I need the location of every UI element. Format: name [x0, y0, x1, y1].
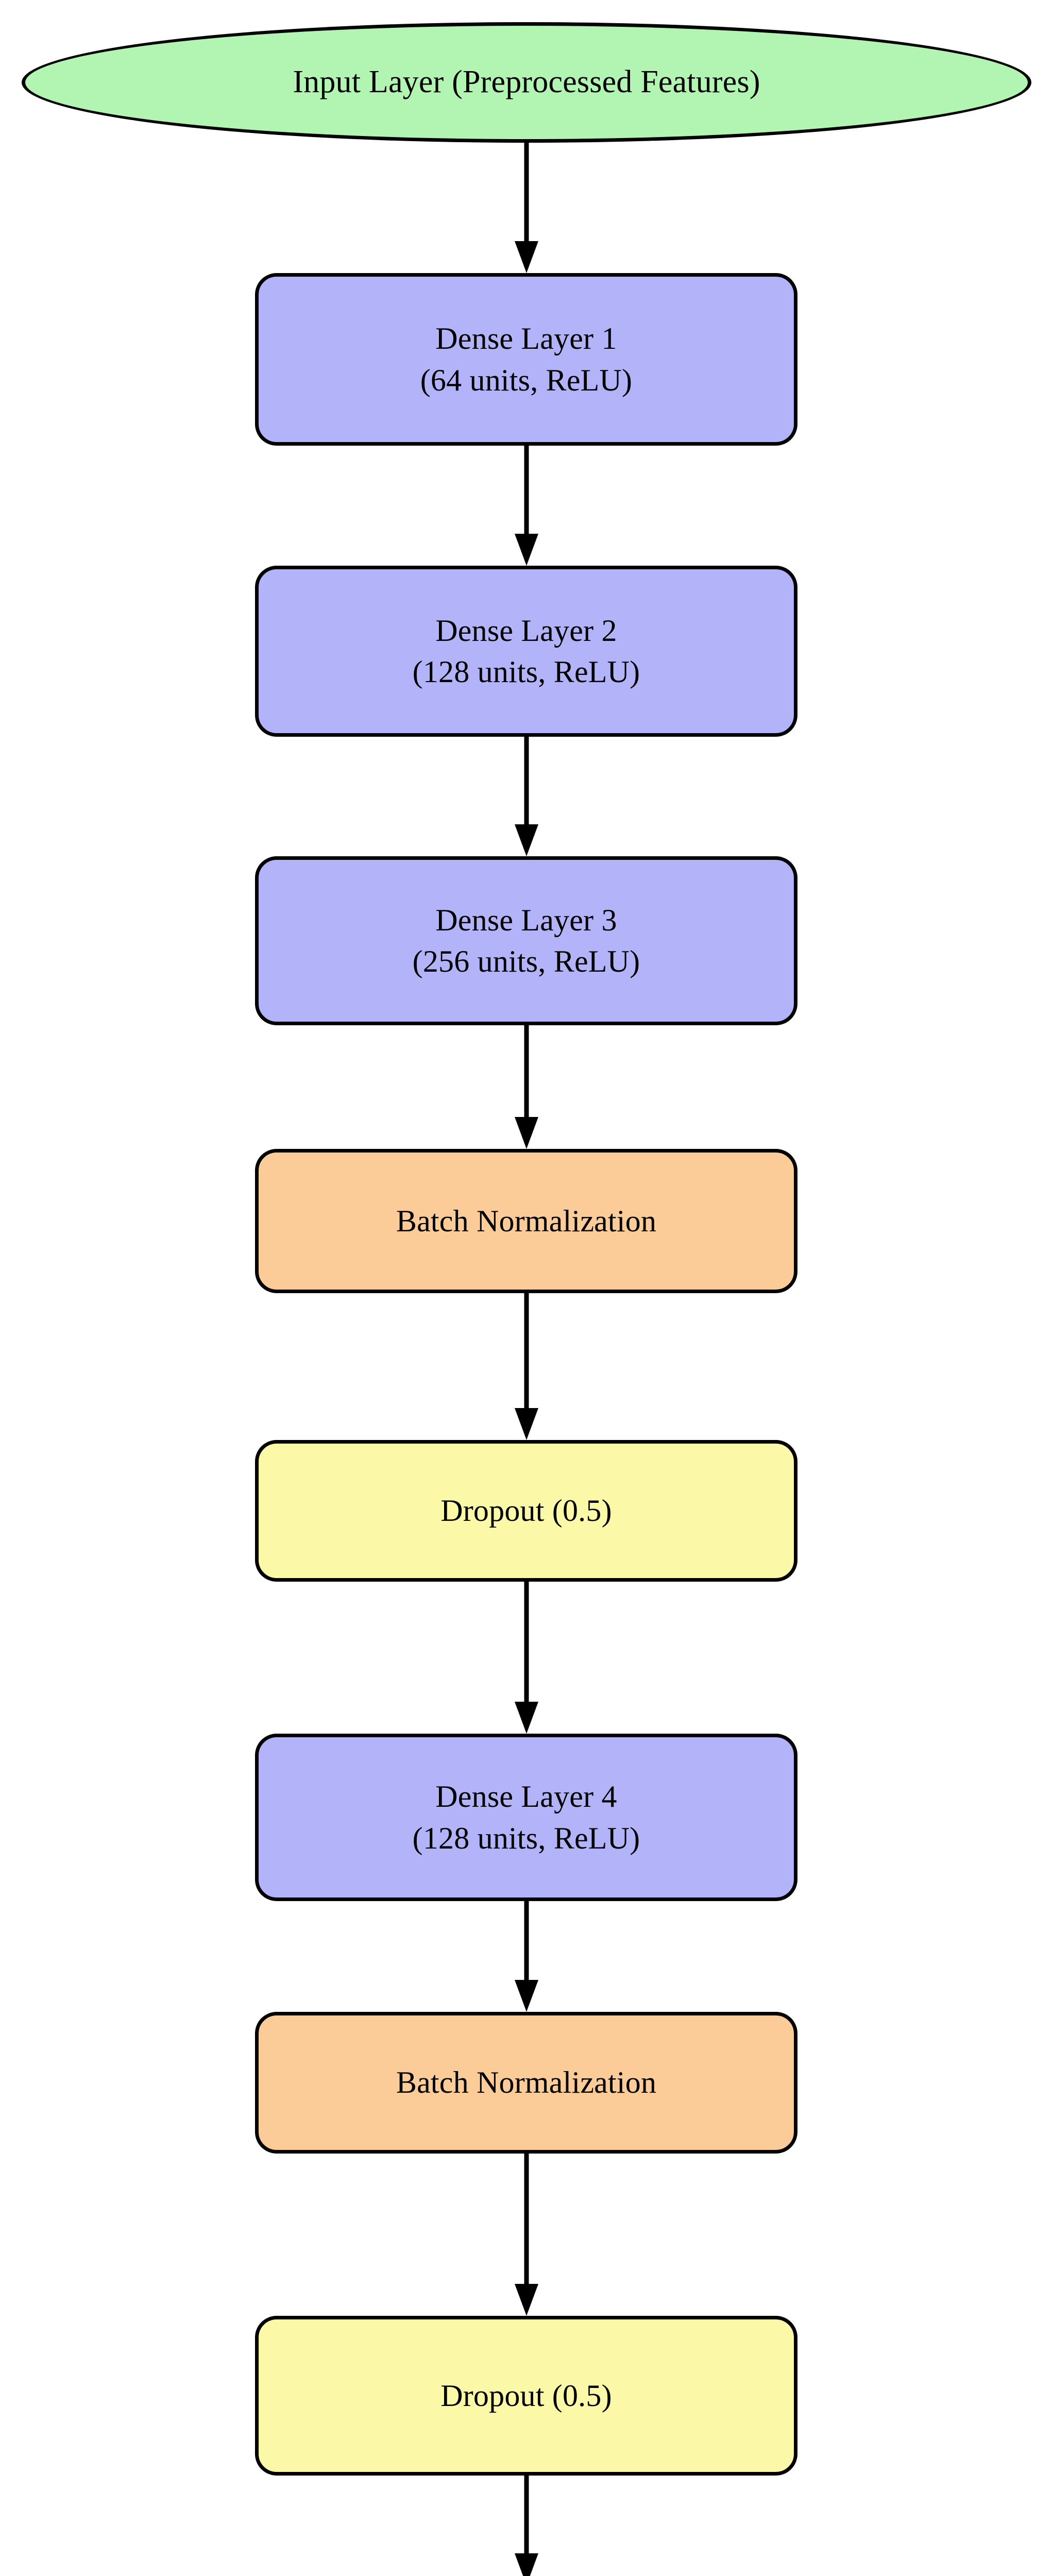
- node-dense-layer-1[interactable]: Dense Layer 1 (64 units, ReLU): [255, 273, 797, 446]
- node-label-batch-normalization-2: Batch Normalization: [396, 2065, 657, 2100]
- flow-arrow: [0, 2154, 1053, 2316]
- flow-arrow: [0, 2476, 1053, 2576]
- node-dense-layer-4[interactable]: Dense Layer 4 (128 units, ReLU): [255, 1734, 797, 1901]
- node-batch-normalization-1[interactable]: Batch Normalization: [255, 1149, 797, 1293]
- flow-arrow: [0, 1901, 1053, 2012]
- node-label-dense-layer-2: Dense Layer 2 (128 units, ReLU): [412, 613, 640, 689]
- node-dense-layer-3[interactable]: Dense Layer 3 (256 units, ReLU): [255, 856, 797, 1025]
- node-label-dense-layer-4: Dense Layer 4 (128 units, ReLU): [412, 1780, 640, 1855]
- flow-arrow: [0, 446, 1053, 566]
- node-dropout-2[interactable]: Dropout (0.5): [255, 2316, 797, 2476]
- flow-arrow: [0, 1582, 1053, 1734]
- node-input-layer[interactable]: Input Layer (Preprocessed Features): [22, 22, 1031, 143]
- node-label-dropout-2: Dropout (0.5): [440, 2378, 612, 2413]
- flow-arrow: [0, 143, 1053, 273]
- node-label-dense-layer-3: Dense Layer 3 (256 units, ReLU): [412, 903, 640, 978]
- flow-arrow: [0, 1025, 1053, 1149]
- node-batch-normalization-2[interactable]: Batch Normalization: [255, 2012, 797, 2154]
- node-label-dense-layer-1: Dense Layer 1 (64 units, ReLU): [420, 321, 633, 397]
- node-label-batch-normalization-1: Batch Normalization: [396, 1204, 657, 1238]
- node-label-dropout-1: Dropout (0.5): [440, 1494, 612, 1528]
- flow-arrow: [0, 1293, 1053, 1440]
- node-dense-layer-2[interactable]: Dense Layer 2 (128 units, ReLU): [255, 566, 797, 737]
- node-dropout-1[interactable]: Dropout (0.5): [255, 1440, 797, 1582]
- node-label-input-layer: Input Layer (Preprocessed Features): [293, 64, 760, 100]
- flow-arrow: [0, 737, 1053, 856]
